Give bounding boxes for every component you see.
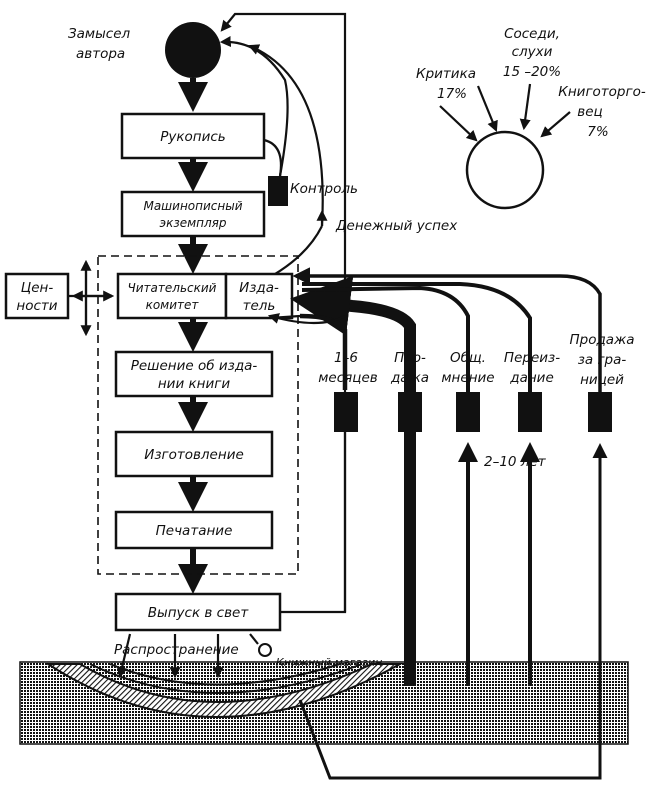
production-box [114,430,274,478]
col-reprint-label-1: Переиз- [504,350,560,366]
publish-decision-label-2: нии книги [158,376,231,392]
col-months-block [334,392,358,432]
bookseller-label-1: Книготорго- [558,84,646,100]
production-label: Изготовление [144,447,244,463]
publisher-label-2: тель [243,298,276,314]
publisher-label-1: Изда- [239,280,279,296]
col-opinion-label-1: Общ. [450,350,486,366]
col-months-label-2: месяцев [318,370,378,386]
distribution-label: Распространение [114,642,239,658]
col-abroad-label-2: за гра- [578,352,627,368]
col-reprint-block [518,392,542,432]
col-sales-label-2: дажа [390,370,429,386]
release-box [114,592,282,632]
typescript-label-1: Машинописный [143,199,242,213]
values-label-2: ности [16,298,57,314]
neighbours-label-1: Соседи, [504,26,560,42]
neighbours-label-2: слухи [512,44,553,60]
distribution-layers [44,663,404,718]
bookshop-label: Книжный магазин [276,656,382,669]
typescript-label-2: экземпляр [159,216,226,230]
bookseller-label-2: вец [577,104,602,120]
printing-box [114,510,274,550]
col-opinion-block [456,392,480,432]
col-sales-block [398,392,422,432]
control-block [268,176,288,206]
control-label: Контроль [290,181,358,197]
readers-committee-label-2: комитет [146,298,200,312]
col-abroad-label-1: Продажа [569,332,634,348]
typescript-box [120,190,266,238]
manuscript-box [120,112,266,160]
col-opinion-label-2: мнение [441,370,494,386]
neighbours-label-3: 15 –20% [503,64,561,80]
bookshop-circle [258,643,272,657]
publish-decision-label-1: Решение об изда- [131,358,258,374]
col-abroad-label-3: ницей [580,372,624,388]
publisher-frame [97,255,299,575]
col-sales-label-1: Про- [394,350,426,366]
release-label: Выпуск в свет [148,605,250,621]
values-label-1: Цен- [21,280,54,296]
author-idea-circle [165,22,221,78]
col-abroad-block [588,392,612,432]
readers-committee-box [116,272,228,320]
manuscript-label: Рукопись [160,129,226,145]
reader-circle [465,130,545,210]
printing-label: Печатание [156,523,233,539]
author-idea-label-1: Замысел [68,26,130,42]
bookseller-label-3: 7% [587,124,608,140]
publish-decision-box [114,350,274,398]
publisher-box [224,272,294,320]
author-idea-label-2: автора [76,46,125,62]
period-years-label: 2–10 лет [484,454,547,470]
col-months-label-1: 1–6 [334,350,358,366]
values-box [4,272,70,320]
money-success-label: Денежный успех [335,218,458,234]
critics-label-1: Критика [416,66,476,82]
col-reprint-label-2: дание [509,370,554,386]
readers-committee-label-1: Читательский [128,281,217,295]
critics-label-2: 17% [437,86,467,102]
